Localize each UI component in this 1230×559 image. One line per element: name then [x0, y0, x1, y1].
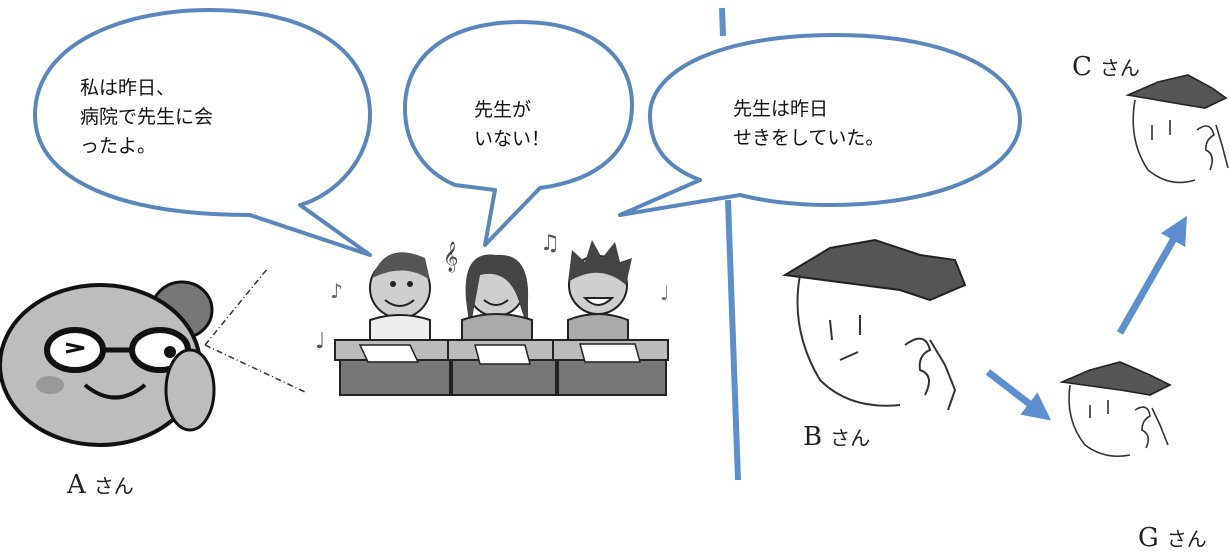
- link-line-lower: [204, 344, 306, 393]
- svg-text:♫: ♫: [540, 231, 560, 256]
- classroom-illustration: 𝄞 ♫ ♪ ♩ ♩: [315, 231, 669, 396]
- speech-bubble-right: [618, 33, 1022, 217]
- label-c-suffix: さん: [1099, 56, 1140, 80]
- label-b-suffix: さん: [830, 426, 871, 450]
- bubble-text-left: 私は昨日、 病院で先生に会 ったよ。: [80, 77, 214, 157]
- label-a-letter: A: [67, 470, 86, 500]
- label-b-letter: B: [803, 422, 823, 452]
- label-a-suffix: さん: [93, 474, 134, 498]
- person-g-sketch: [1059, 361, 1172, 458]
- bubble-text-right: 先生は昨日 せきをしていた。: [733, 98, 885, 149]
- person-b-sketch: [782, 238, 967, 411]
- speech-bubble-middle: [403, 20, 634, 247]
- label-a: A さん: [67, 470, 134, 500]
- person-c-sketch: [1125, 74, 1229, 184]
- label-g-suffix: さん: [1166, 527, 1207, 551]
- speech-bubble-left: [33, 8, 372, 257]
- arrow-b-to-g: [985, 369, 1052, 421]
- svg-text:♪: ♪: [330, 279, 343, 303]
- svg-text:𝄞: 𝄞: [443, 241, 458, 273]
- divider-top: [719, 7, 726, 37]
- label-g-letter: G: [1138, 523, 1159, 553]
- label-c-letter: C: [1072, 52, 1092, 82]
- person-a-illustration: [0, 240, 223, 447]
- bubble-text-middle: 先生が いない！: [474, 99, 551, 150]
- divider-bottom: [725, 199, 741, 481]
- label-c: C さん: [1072, 52, 1140, 82]
- svg-text:♩: ♩: [660, 281, 669, 305]
- label-g: G さん: [1138, 523, 1207, 553]
- label-b: B さん: [803, 422, 870, 452]
- arrow-g-to-c: [1116, 215, 1187, 335]
- link-line-upper: [204, 267, 269, 346]
- svg-text:♩: ♩: [315, 329, 325, 354]
